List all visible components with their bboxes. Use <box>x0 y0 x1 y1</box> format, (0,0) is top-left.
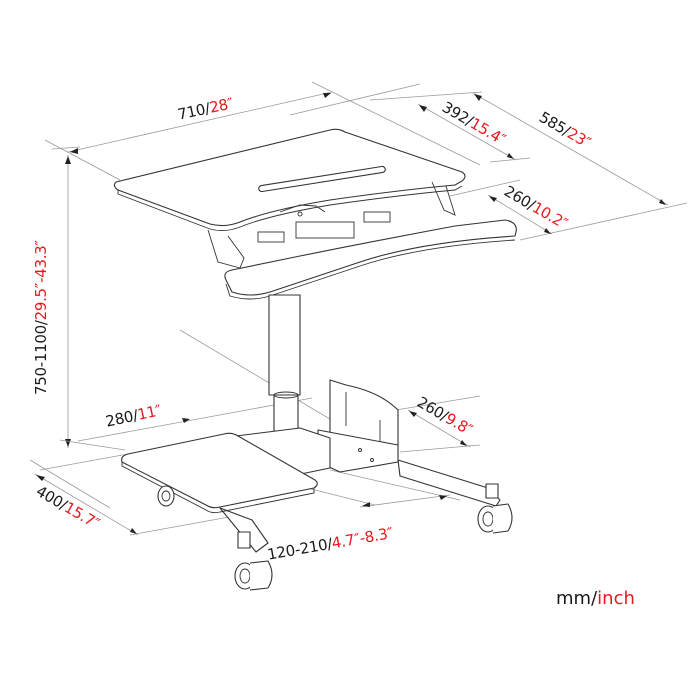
caster-rear-left <box>157 485 175 507</box>
dimension-label-height-range: 750-1100/29.5″-43.3″ <box>32 240 50 395</box>
foot-shelf <box>121 432 318 514</box>
caster-front-left <box>234 560 273 591</box>
gas-spring-column <box>268 294 301 444</box>
dimension-lines <box>29 81 688 536</box>
base-frame <box>219 427 501 553</box>
main-desktop <box>113 128 466 232</box>
casters <box>157 485 513 591</box>
caster-right <box>477 503 513 534</box>
unit-legend: mm/inch <box>556 588 635 609</box>
cpu-holder <box>317 379 399 473</box>
keyboard-tray <box>224 219 517 300</box>
